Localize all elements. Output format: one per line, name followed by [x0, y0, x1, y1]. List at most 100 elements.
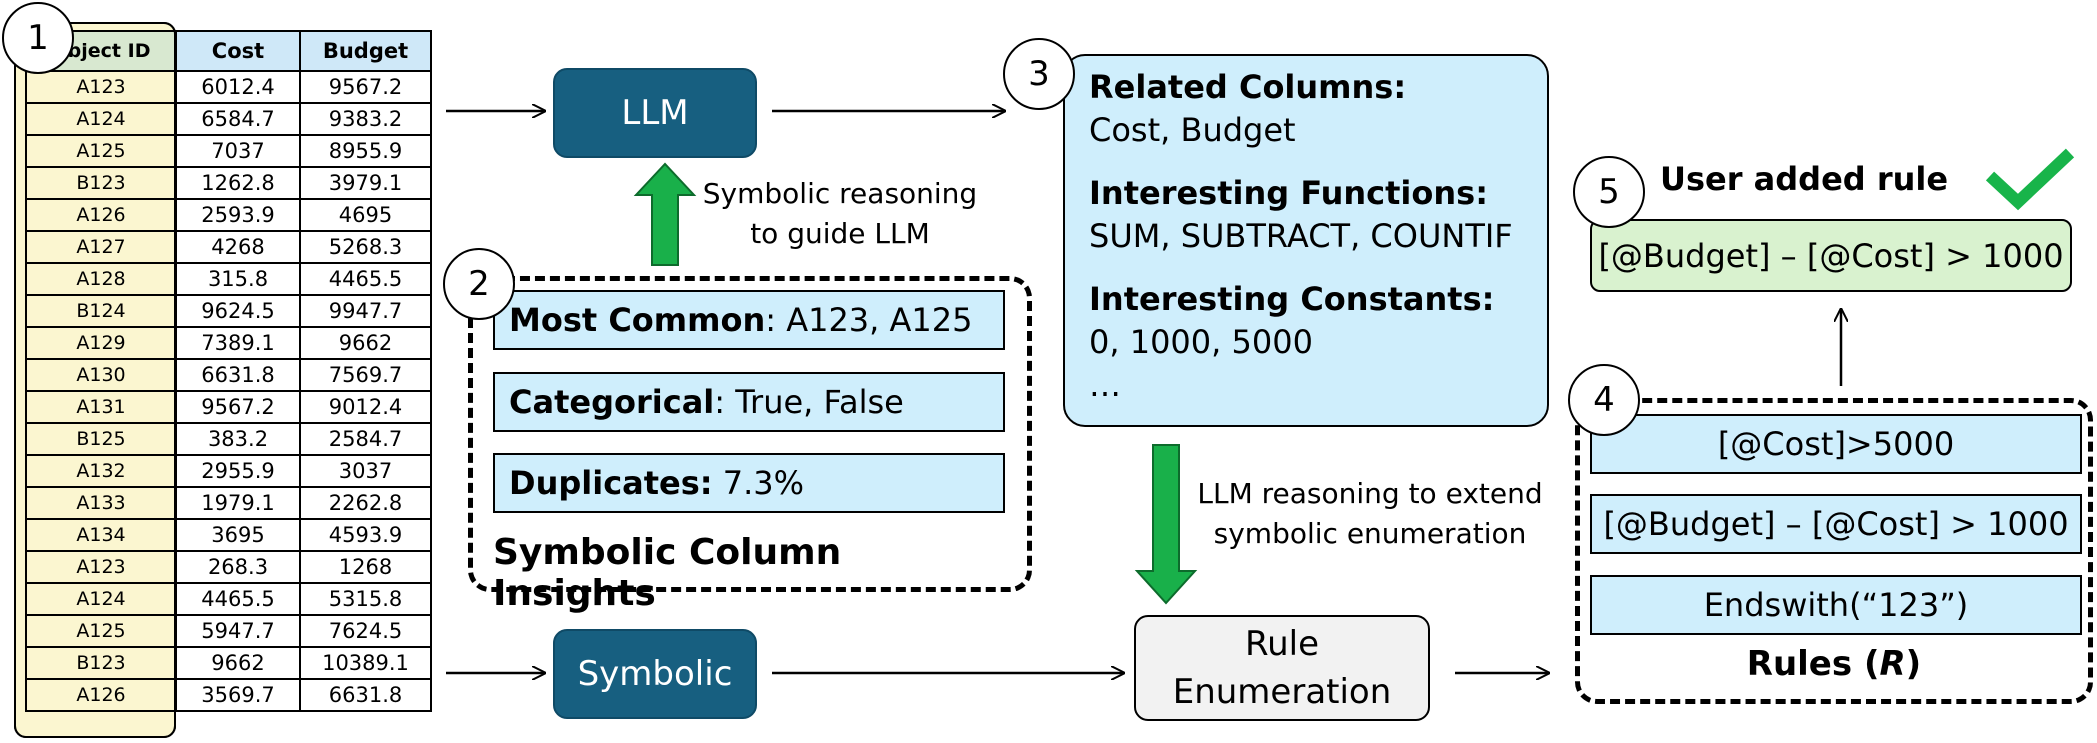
- symbolic-guide-label: Symbolic reasoning to guide LLM: [690, 174, 990, 254]
- cell-cost: 268.3: [175, 550, 301, 584]
- step-1-badge: 1: [2, 2, 74, 74]
- cell-object-id: A134: [25, 518, 177, 552]
- categorical-key: Categorical: [509, 383, 715, 421]
- cell-budget: 5268.3: [299, 230, 432, 264]
- cell-object-id: B123: [25, 166, 177, 200]
- cell-object-id: A133: [25, 486, 177, 520]
- cell-cost: 9662: [175, 646, 301, 680]
- llm-extend-line1: LLM reasoning to extend: [1197, 477, 1543, 510]
- cell-object-id: A123: [25, 550, 177, 584]
- insight-duplicates: Duplicates: 7.3%: [493, 453, 1005, 513]
- cell-cost: 9567.2: [175, 390, 301, 424]
- duplicates-key: Duplicates:: [509, 464, 713, 502]
- cell-object-id: A124: [25, 582, 177, 616]
- cell-cost: 4268: [175, 230, 301, 264]
- rule-enumeration-node: Rule Enumeration: [1134, 615, 1430, 721]
- cell-budget: 4695: [299, 198, 432, 232]
- rules-title-prefix: Rules (: [1746, 644, 1880, 684]
- duplicates-value: 7.3%: [712, 464, 805, 502]
- cell-budget: 9947.7: [299, 294, 432, 328]
- cell-cost: 2955.9: [175, 454, 301, 488]
- rule-item-3: Endswith(“123”): [1590, 575, 2082, 635]
- cell-object-id: B124: [25, 294, 177, 328]
- cell-budget: 3979.1: [299, 166, 432, 200]
- green-arrow-down: [1134, 444, 1198, 605]
- symbolic-node: Symbolic: [553, 629, 757, 719]
- cell-cost: 7389.1: [175, 326, 301, 360]
- cell-object-id: A130: [25, 358, 177, 392]
- cell-object-id: A124: [25, 102, 177, 136]
- cell-cost: 1979.1: [175, 486, 301, 520]
- cell-budget: 2584.7: [299, 422, 432, 456]
- cell-cost: 7037: [175, 134, 301, 168]
- step-5-badge: 5: [1573, 156, 1645, 228]
- most-common-value: : A123, A125: [765, 301, 973, 339]
- rules-panel: [1575, 398, 2093, 704]
- cell-object-id: A125: [25, 134, 177, 168]
- categorical-value: : True, False: [714, 383, 904, 421]
- insight-most-common: Most Common: A123, A125: [493, 290, 1005, 350]
- step-3-badge: 3: [1003, 38, 1075, 110]
- cell-cost: 3569.7: [175, 678, 301, 712]
- functions-title: Interesting Functions:: [1089, 174, 1488, 212]
- cell-budget: 4465.5: [299, 262, 432, 296]
- cell-object-id: B123: [25, 646, 177, 680]
- cell-cost: 315.8: [175, 262, 301, 296]
- llm-output-panel: Related Columns: Cost, Budget Interestin…: [1063, 54, 1549, 427]
- rule-enumeration-line2: Enumeration: [1172, 672, 1392, 712]
- cell-budget: 7624.5: [299, 614, 432, 648]
- step-2-badge: 2: [443, 248, 515, 320]
- cell-cost: 9624.5: [175, 294, 301, 328]
- cell-object-id: A126: [25, 198, 177, 232]
- column-header-budget: Budget: [299, 30, 432, 72]
- table-header-row: Object ID Cost Budget: [25, 30, 432, 72]
- cell-cost: 6012.4: [175, 70, 301, 104]
- llm-node: LLM: [553, 68, 757, 158]
- rules-title-var: R: [1879, 644, 1906, 684]
- cell-object-id: A132: [25, 454, 177, 488]
- green-arrow-up: [633, 162, 697, 266]
- cell-object-id: A123: [25, 70, 177, 104]
- symbolic-guide-line2: to guide LLM: [750, 217, 930, 250]
- cell-object-id: A125: [25, 614, 177, 648]
- cell-object-id: A128: [25, 262, 177, 296]
- rules-title-suffix: ): [1905, 644, 1922, 684]
- functions-value: SUM, SUBTRACT, COUNTIF: [1089, 217, 1513, 255]
- cell-object-id: B125: [25, 422, 177, 456]
- rule-item-2: [@Budget] – [@Cost] > 1000: [1590, 494, 2082, 554]
- cell-budget: 7569.7: [299, 358, 432, 392]
- rule-item-1: [@Cost]>5000: [1590, 414, 2082, 474]
- cell-object-id: A129: [25, 326, 177, 360]
- rule-enumeration-line1: Rule: [1244, 624, 1319, 664]
- constants-title: Interesting Constants:: [1089, 280, 1495, 318]
- cell-cost: 383.2: [175, 422, 301, 456]
- cell-budget: 9383.2: [299, 102, 432, 136]
- step-4-badge: 4: [1568, 364, 1640, 436]
- llm-extend-label: LLM reasoning to extend symbolic enumera…: [1184, 474, 1556, 554]
- cell-budget: 6631.8: [299, 678, 432, 712]
- cell-object-id: A127: [25, 230, 177, 264]
- symbolic-insights-panel: [468, 276, 1032, 592]
- user-added-rule-title: User added rule: [1660, 160, 1949, 198]
- cell-cost: 5947.7: [175, 614, 301, 648]
- cell-budget: 10389.1: [299, 646, 432, 680]
